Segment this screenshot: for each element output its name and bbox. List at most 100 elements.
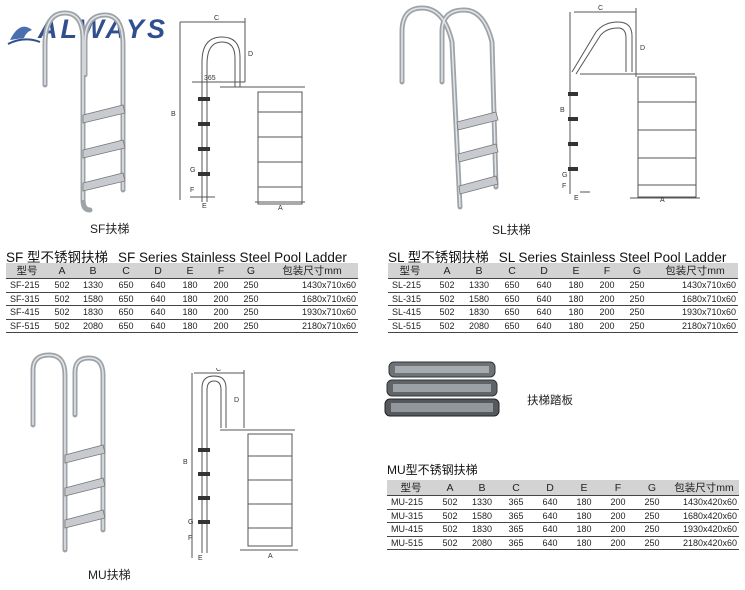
table-cell: 650 xyxy=(496,305,528,319)
table-cell: 180 xyxy=(567,522,601,536)
col-header: A xyxy=(432,263,462,279)
table-cell: 250 xyxy=(635,508,669,523)
sf-title-cn: SF 型不锈钢扶梯 xyxy=(6,250,109,265)
table-cell: 180 xyxy=(560,291,592,306)
sl-dim-b-label: B xyxy=(560,107,565,114)
mu-dim-f-label: F xyxy=(188,535,192,542)
tread-caption: 扶梯踏板 xyxy=(527,395,573,407)
sl-dim-a-label: A xyxy=(660,197,665,202)
table-cell: 502 xyxy=(435,535,465,550)
table-cell: 2180x710x60 xyxy=(266,318,358,333)
mu-dim-g-label: G xyxy=(188,519,193,526)
mu-dim-c-label: C xyxy=(216,368,221,373)
table-cell: 1330 xyxy=(462,278,496,292)
table-cell: MU-415 xyxy=(387,522,435,536)
table-cell: SF-515 xyxy=(6,318,48,333)
sl-ladder-photo xyxy=(392,2,512,217)
tread-photo xyxy=(384,361,500,417)
sf-ladder-photo xyxy=(35,5,135,215)
table-cell: 200 xyxy=(601,508,635,523)
table-cell: 2180x710x60 xyxy=(652,318,738,333)
table-cell: 180 xyxy=(174,291,206,306)
mu-dim-e-label: E xyxy=(198,555,203,562)
table-cell: 640 xyxy=(528,318,560,333)
table-cell: 1330 xyxy=(76,278,110,292)
table-cell: 502 xyxy=(48,278,76,292)
table-cell: SL-515 xyxy=(388,318,432,333)
table-cell: 180 xyxy=(567,508,601,523)
col-header: B xyxy=(465,480,499,496)
table-cell: 1680x710x60 xyxy=(652,291,738,306)
table-cell: 200 xyxy=(206,318,236,333)
sl-technical-drawing: C D B G F E A xyxy=(560,5,740,202)
sl-dim-f-label: F xyxy=(562,183,566,190)
dim-365-label: 365 xyxy=(204,75,216,82)
col-header: C xyxy=(496,263,528,279)
table-cell: 640 xyxy=(528,278,560,292)
table-cell: SL-315 xyxy=(388,291,432,306)
table-cell: 640 xyxy=(528,291,560,306)
table-cell: 650 xyxy=(496,291,528,306)
table-cell: 650 xyxy=(496,278,528,292)
table-cell: 2080 xyxy=(462,318,496,333)
table-cell: 650 xyxy=(110,318,142,333)
dim-g-label: G xyxy=(190,167,195,174)
table-cell: 1430x420x60 xyxy=(669,495,739,509)
table-cell: 1330 xyxy=(465,495,499,509)
sf-technical-drawing: B C D 365 A G F E xyxy=(171,15,320,212)
table-cell: 1830 xyxy=(465,522,499,536)
col-header: E xyxy=(567,480,601,496)
mu-dim-d-label: D xyxy=(234,397,239,404)
col-header: 包装尺寸mm xyxy=(669,480,739,496)
table-cell: 200 xyxy=(592,291,622,306)
table-cell: 1830 xyxy=(76,305,110,319)
table-cell: 640 xyxy=(142,291,174,306)
dim-c-label: C xyxy=(214,15,219,22)
table-cell: 250 xyxy=(236,318,266,333)
logo-text: ALWAYS xyxy=(38,14,169,44)
table-cell: 640 xyxy=(533,508,567,523)
table-cell: 640 xyxy=(533,535,567,550)
table-cell: 502 xyxy=(48,291,76,306)
col-header: C xyxy=(499,480,533,496)
sl-dim-d-label: D xyxy=(640,45,645,52)
mu-dim-b-label: B xyxy=(183,459,188,466)
table-cell: 200 xyxy=(592,278,622,292)
table-cell: 2180x420x60 xyxy=(669,535,739,550)
table-cell: 1930x710x60 xyxy=(266,305,358,319)
table-cell: 200 xyxy=(206,278,236,292)
table-cell: 1430x710x60 xyxy=(652,278,738,292)
table-cell: MU-515 xyxy=(387,535,435,550)
table-cell: 250 xyxy=(236,291,266,306)
table-cell: 200 xyxy=(592,318,622,333)
table-cell: 365 xyxy=(499,535,533,550)
col-header: D xyxy=(142,263,174,279)
table-cell: 250 xyxy=(635,522,669,536)
mu-caption: MU扶梯 xyxy=(88,568,131,582)
col-header: D xyxy=(528,263,560,279)
col-header: A xyxy=(48,263,76,279)
dim-f-label: F xyxy=(190,187,194,194)
table-cell: 650 xyxy=(110,278,142,292)
table-cell: SF-315 xyxy=(6,291,48,306)
table-cell: 200 xyxy=(592,305,622,319)
dim-d-label: D xyxy=(248,51,253,58)
table-cell: 1930x420x60 xyxy=(669,522,739,536)
col-header: F xyxy=(206,263,236,279)
table-cell: 200 xyxy=(206,291,236,306)
col-header: C xyxy=(110,263,142,279)
table-cell: 640 xyxy=(533,495,567,509)
table-cell: 1680x420x60 xyxy=(669,508,739,523)
col-header: E xyxy=(560,263,592,279)
